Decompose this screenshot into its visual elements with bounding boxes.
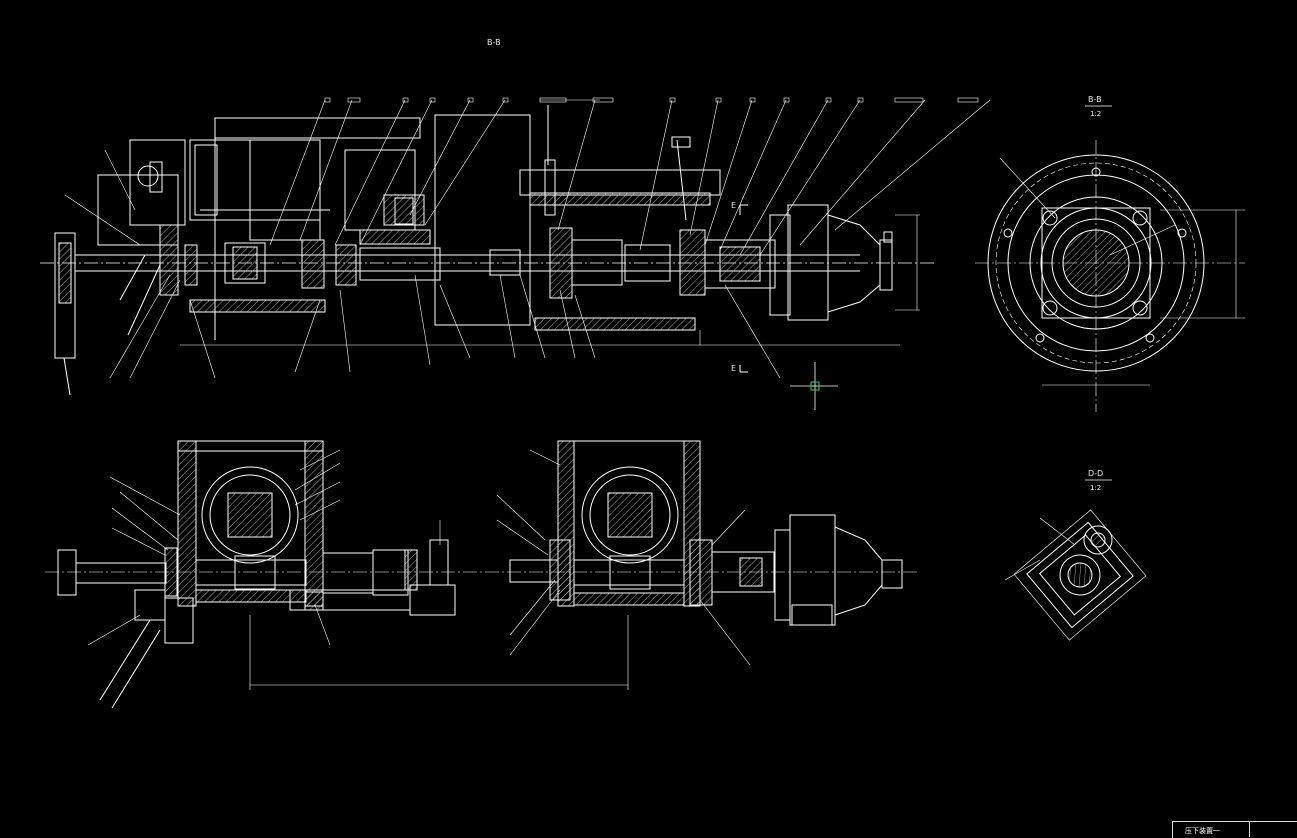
title-block: 压下装置一 xyxy=(1172,821,1297,838)
side-view-scale: 1:2 xyxy=(1090,110,1101,118)
detail-view-label: D-D xyxy=(1088,469,1103,478)
section-marker-e xyxy=(739,204,748,373)
crosshair-cursor-icon xyxy=(790,362,838,410)
bottom-assembly-view xyxy=(45,440,920,709)
side-view-flange xyxy=(975,140,1245,412)
detail-view-d-d xyxy=(1004,509,1147,641)
title-block-name: 压下装置一 xyxy=(1185,827,1220,835)
top-assembly-section xyxy=(40,97,991,396)
side-view-label: B-B xyxy=(1088,95,1102,104)
main-section-label: B-B xyxy=(487,38,501,47)
section-marker-e-top: E xyxy=(731,201,736,210)
section-marker-e-bottom: E xyxy=(731,364,736,373)
title-block-grid xyxy=(1249,822,1297,837)
detail-view-scale: 1:2 xyxy=(1090,484,1101,492)
